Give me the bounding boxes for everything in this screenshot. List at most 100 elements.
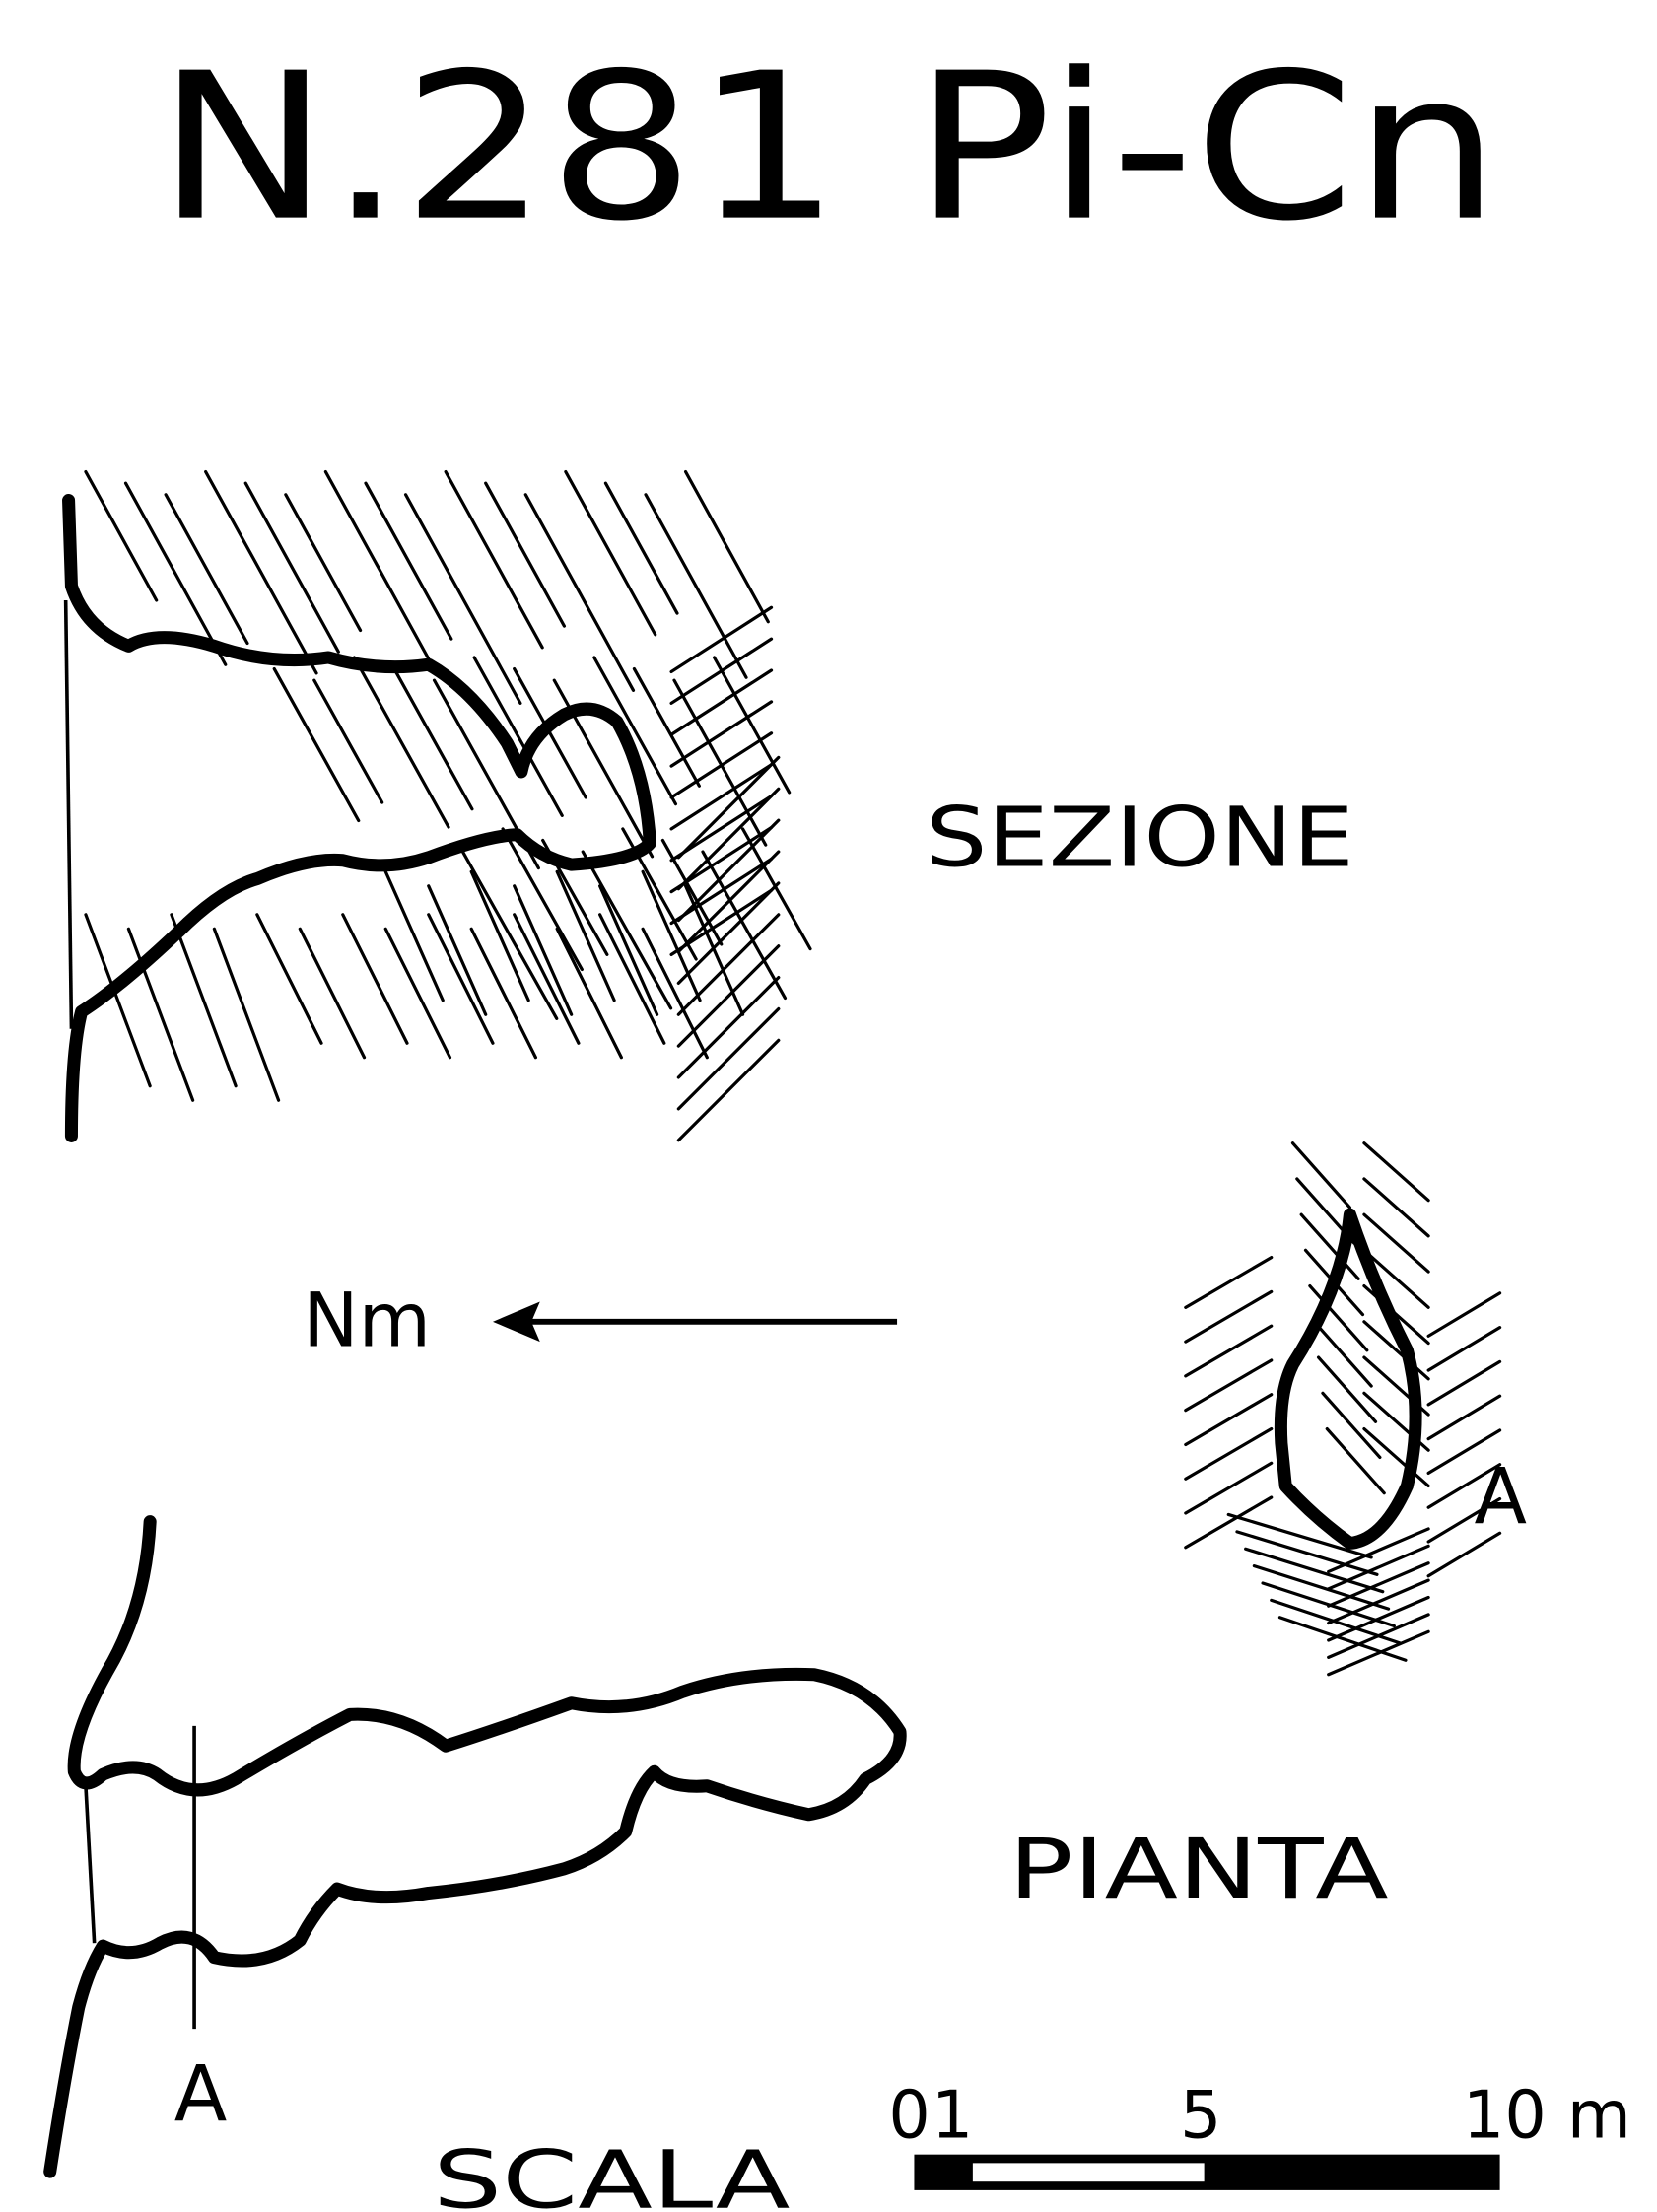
hatch-stroke: [676, 881, 781, 985]
hatch-stroke: [669, 763, 774, 831]
cross-section-rock-hatching: [1184, 1141, 1502, 1677]
hatch-stroke: [581, 850, 673, 1010]
scale-tick-1: 1: [932, 2076, 973, 2153]
scale-bar-white-segment: [972, 2163, 1205, 2182]
hatch-stroke: [513, 884, 574, 1016]
plan-label: PIANTA: [1008, 1821, 1388, 1917]
hatch-stroke: [212, 927, 281, 1102]
hatch-stroke: [484, 481, 567, 628]
hatch-stroke: [312, 678, 384, 804]
hatch-stroke: [383, 927, 452, 1060]
arrow-head-icon: [492, 1301, 540, 1343]
hatch-stroke: [669, 668, 774, 736]
hatch-stroke: [1426, 1531, 1502, 1578]
hatch-stroke: [1312, 1320, 1373, 1388]
hatch-stroke: [669, 888, 774, 956]
hatch-stroke: [669, 731, 774, 799]
hatch-stroke: [676, 787, 781, 891]
hatch-stroke: [1235, 1530, 1379, 1576]
hatch-stroke: [523, 493, 636, 692]
hatch-stroke: [683, 884, 745, 1016]
scale-tick-10m: 10 m: [1463, 2076, 1631, 2153]
hatch-stroke: [164, 493, 249, 646]
hatch-stroke: [1226, 1512, 1373, 1559]
hatch-stroke: [392, 666, 474, 811]
section-drawing: SEZIONE: [62, 469, 1354, 1142]
hatch-stroke: [243, 481, 340, 654]
hatch-stroke: [427, 913, 495, 1045]
hatch-stroke: [676, 1006, 781, 1111]
hatch-stroke: [1426, 1496, 1502, 1544]
hatch-stroke: [701, 850, 788, 1001]
title: N.281 Pi-Cn: [157, 30, 1499, 266]
plan-cliff-upper: [43, 1515, 907, 2178]
hatch-stroke: [469, 927, 538, 1060]
hatch-stroke: [84, 913, 152, 1088]
hatch-stroke: [352, 656, 450, 829]
hatch-stroke: [170, 913, 238, 1088]
hatch-stroke: [1277, 1616, 1408, 1662]
section-cliff-line: [63, 599, 74, 1029]
hatch-stroke: [644, 493, 748, 679]
hatch-stroke: [469, 869, 530, 1002]
hatch-stroke: [669, 857, 774, 926]
hatch-stroke: [1362, 1141, 1430, 1203]
hatch-stroke: [676, 975, 781, 1079]
scale-tick-5: 5: [1180, 2076, 1221, 2153]
hatch-stroke: [1327, 1595, 1430, 1642]
hatch-stroke: [1316, 1355, 1378, 1423]
hatch-stroke: [1327, 1578, 1430, 1625]
hatch-stroke: [1426, 1428, 1502, 1476]
plan-drawing: A PIANTA: [43, 1515, 1389, 2178]
hatch-stroke: [1327, 1561, 1430, 1608]
cross-section-marker: A: [1475, 1452, 1528, 1542]
hatch-stroke: [460, 850, 559, 1020]
hatch-stroke: [1426, 1463, 1502, 1509]
hatch-stroke: [676, 944, 781, 1048]
hatch-stroke: [255, 913, 323, 1045]
hatch-stroke: [676, 1038, 781, 1142]
hatch-stroke: [683, 469, 770, 624]
hatch-stroke: [323, 469, 432, 662]
hatch-stroke: [669, 794, 774, 863]
hatch-stroke: [1362, 1426, 1430, 1488]
hatch-stroke: [1327, 1629, 1430, 1677]
hatch-stroke: [1426, 1326, 1502, 1372]
hatch-stroke: [298, 927, 367, 1060]
hatch-stroke: [669, 825, 774, 894]
hatch-stroke: [364, 481, 453, 641]
section-cave-outline: [62, 494, 656, 1142]
hatch-stroke: [1325, 1426, 1386, 1495]
hatch-stroke: [123, 481, 228, 666]
hatch-stroke: [1184, 1461, 1274, 1515]
hatch-stroke: [427, 884, 488, 1016]
hatch-stroke: [126, 927, 195, 1102]
north-arrow: Nm: [303, 1277, 898, 1363]
hatch-stroke: [513, 913, 581, 1045]
hatch-stroke: [740, 827, 812, 951]
hatch-stroke: [669, 700, 774, 768]
scale-bar: SCALA 0 1 5 10 m: [433, 2076, 1631, 2212]
hatch-stroke: [284, 493, 363, 633]
section-rock-hatching: [84, 469, 812, 1142]
hatch-stroke: [603, 481, 679, 615]
hatch-stroke: [1321, 1391, 1382, 1460]
hatch-stroke: [403, 493, 522, 705]
hatch-stroke: [555, 869, 616, 1002]
hatch-stroke: [1184, 1358, 1274, 1413]
hatch-stroke: [1184, 1324, 1274, 1378]
hatch-stroke: [204, 469, 318, 675]
hatch-stroke: [592, 656, 678, 806]
hatch-stroke: [444, 469, 544, 650]
hatch-stroke: [1362, 1248, 1430, 1309]
hatch-stroke: [1244, 1547, 1385, 1594]
north-arrow-label: Nm: [303, 1277, 431, 1363]
hatch-stroke: [641, 869, 702, 1002]
hatch-stroke: [1327, 1613, 1430, 1659]
hatch-stroke: [1184, 1393, 1274, 1447]
hatch-stroke: [1308, 1283, 1369, 1352]
hatch-stroke: [1362, 1212, 1430, 1274]
hatch-stroke: [1252, 1564, 1391, 1611]
hatch-stroke: [712, 656, 792, 795]
